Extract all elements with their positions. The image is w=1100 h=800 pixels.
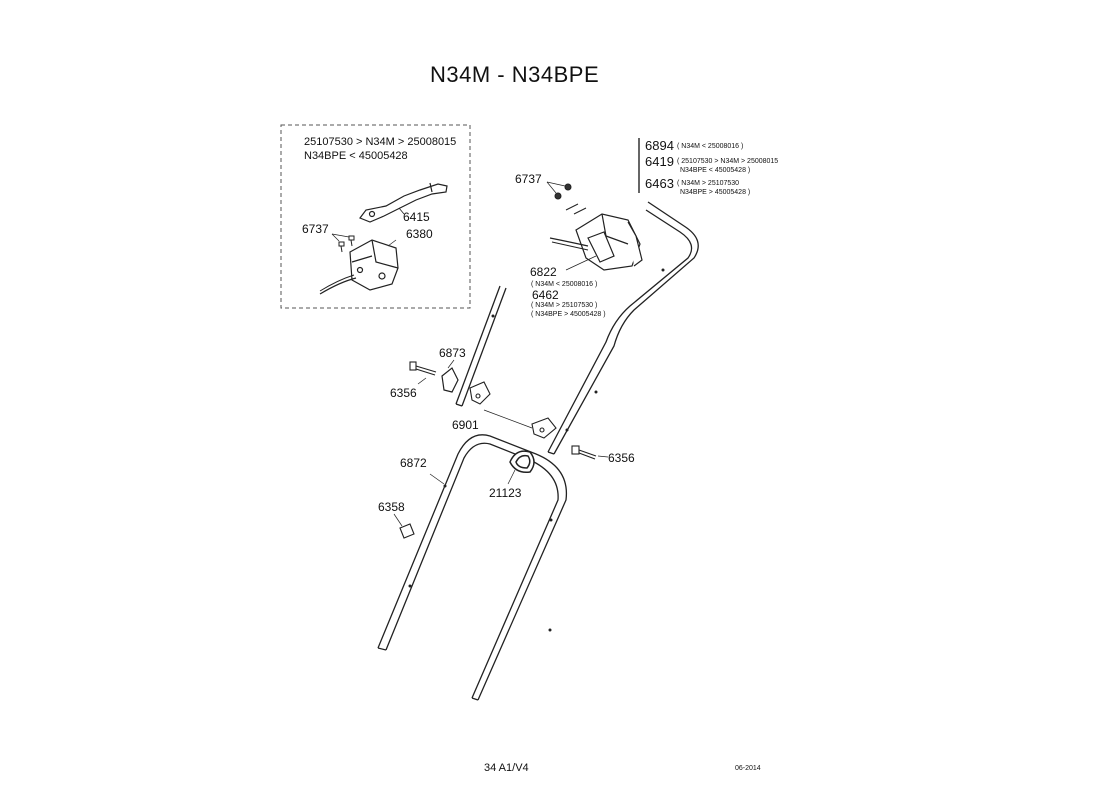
upper-handle-left-tube [455, 285, 507, 407]
cable-guide-21123 [509, 450, 535, 474]
legend-note-6894: ( N34M < 25008016 ) [677, 143, 744, 150]
knob-6873 [441, 367, 459, 393]
legend-note-6463-line2: N34BPE > 45005428 ) [680, 189, 751, 196]
part-label-6380: 6380 [406, 227, 433, 241]
part-label-6901: 6901 [452, 418, 479, 432]
control-box-6822 [575, 213, 643, 271]
upper-handle-frame [547, 201, 699, 455]
legend-note-6463-line1: ( N34M > 25107530 [677, 180, 740, 187]
part-label-6737: 6737 [515, 172, 542, 186]
inset-serial-range: 25107530 > N34M > 25008015 [304, 136, 457, 148]
part-label-6358: 6358 [378, 500, 405, 514]
part-label-6822: 6822 [530, 265, 557, 279]
clamp-6901-left [469, 381, 491, 405]
inset-screws-6737 [338, 235, 355, 253]
plug-6358 [399, 523, 415, 539]
legend-part-6463: 6463 [645, 176, 674, 191]
bolt-6356-left [409, 361, 437, 376]
part-note-6462-line1: ( N34M > 25107530 ) [531, 302, 598, 309]
part-label-6356-right: 6356 [608, 451, 635, 465]
legend-part-6894: 6894 [645, 138, 674, 153]
switch-housing-6380 [349, 239, 399, 291]
inset-serial-range-bpe: N34BPE < 45005428 [304, 150, 408, 162]
part-label-6872: 6872 [400, 456, 427, 470]
part-label-21123: 21123 [489, 486, 522, 500]
part-note-6822: ( N34M < 25008016 ) [531, 281, 598, 288]
bolt-6356-right [571, 445, 597, 460]
page-number: 34 A1/V4 [484, 762, 529, 774]
page-title: N34M - N34BPE [430, 62, 600, 87]
screws-6737 [554, 183, 572, 200]
part-label-6462: 6462 [532, 288, 559, 302]
clamp-6901-right [531, 417, 557, 439]
lower-handle-frame [377, 434, 568, 701]
part-label-6356-left: 6356 [390, 386, 417, 400]
legend-part-6419: 6419 [645, 154, 674, 169]
legend-note-6419-line1: ( 25107530 > N34M > 25008015 [677, 158, 779, 165]
inset-box [280, 124, 471, 309]
part-label-6873: 6873 [439, 346, 466, 360]
legend-note-6419-line2: N34BPE < 45005428 ) [680, 167, 751, 174]
part-label-6415: 6415 [403, 210, 430, 224]
lever-part-6415 [359, 182, 448, 223]
revision-date: 06-2014 [735, 765, 761, 772]
inset-part-label-6737: 6737 [302, 222, 329, 236]
part-note-6462-line2: ( N34BPE > 45005428 ) [531, 311, 606, 318]
